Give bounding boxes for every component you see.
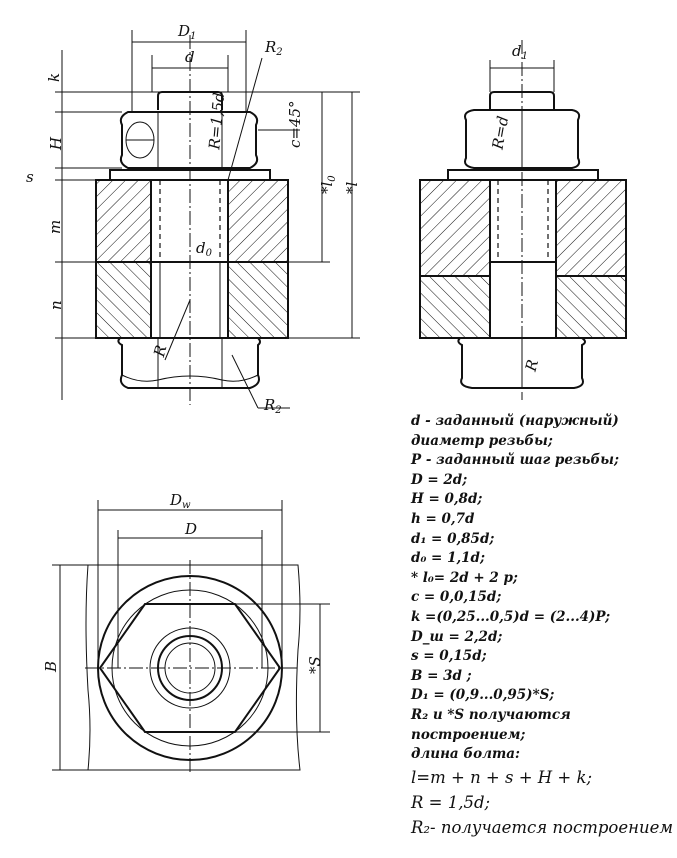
label-R2-top: R2 bbox=[264, 38, 283, 58]
legend-formula-length: l=m + n + s + H + k; bbox=[411, 767, 593, 787]
legend-line: d₀ = 1,1d; bbox=[411, 550, 485, 567]
legend-formula-R: R = 1,5d; bbox=[411, 792, 491, 812]
legend-formula-R2: R₂- получается построением bbox=[411, 817, 674, 837]
front-view: D1 d R2 k H s m n d0 R=1,5d c=45° *l0 *l… bbox=[26, 22, 361, 416]
lower-plate-left bbox=[95, 261, 152, 339]
legend-line: d - заданный (наружный) bbox=[411, 413, 619, 429]
label-R-small: R bbox=[521, 358, 542, 375]
formula-legend: d - заданный (наружный) диаметр резьбы; … bbox=[411, 412, 673, 840]
legend-line: k =(0,25...0,5)d = (2...4)P; bbox=[411, 608, 611, 625]
label-n: n bbox=[47, 300, 65, 310]
upper-plate-right bbox=[227, 179, 289, 263]
label-D1: D1 bbox=[177, 22, 196, 42]
label-d: d bbox=[185, 48, 195, 66]
legend-line: c = 0,0,15d; bbox=[411, 589, 502, 606]
label-d1: d1 bbox=[512, 42, 528, 62]
label-c: c=45° bbox=[286, 100, 304, 148]
legend-line: s = 0,15d; bbox=[411, 648, 487, 665]
label-Dw: Dw bbox=[169, 491, 191, 511]
side-bolt-end bbox=[489, 91, 555, 110]
label-R-nut: R=1,5d bbox=[205, 92, 228, 152]
lower-plate-right bbox=[227, 261, 289, 339]
upper-plate-left bbox=[95, 179, 152, 263]
label-s: s bbox=[26, 168, 34, 186]
top-view: Dw D B *S bbox=[42, 491, 330, 775]
legend-line: B = 3d ; bbox=[411, 667, 472, 684]
legend-line: длина болта: bbox=[411, 746, 521, 763]
legend-line: D₁ = (0,9...0,95)*S; bbox=[411, 687, 555, 704]
legend-line: * l₀= 2d + 2 p; bbox=[411, 569, 518, 586]
legend-line: d₁ = 0,85d; bbox=[411, 530, 495, 547]
label-D: D bbox=[184, 520, 197, 538]
washer bbox=[109, 169, 271, 181]
legend-line: диаметр резьбы; bbox=[411, 432, 553, 449]
legend-line: P - заданный шаг резьбы; bbox=[411, 452, 619, 469]
plate-outline bbox=[85, 564, 301, 771]
legend-line: R₂ и *S получаются bbox=[411, 706, 571, 723]
label-S: *S bbox=[306, 656, 324, 674]
label-R: R bbox=[150, 343, 171, 360]
label-H: H bbox=[47, 136, 65, 151]
label-l0: *l0 bbox=[318, 175, 338, 194]
side-view: d1 R=d R bbox=[419, 40, 627, 400]
label-R2-bottom: R2 bbox=[263, 396, 282, 416]
legend-line: h = 0,7d bbox=[411, 510, 475, 527]
legend-line: D = 2d; bbox=[411, 471, 468, 488]
label-l: *l bbox=[343, 182, 361, 195]
label-m: m bbox=[46, 220, 64, 234]
label-k: k bbox=[45, 73, 63, 82]
side-bolt-head bbox=[457, 337, 586, 389]
legend-line: построением; bbox=[411, 726, 526, 743]
side-nut bbox=[464, 109, 581, 169]
label-B: B bbox=[42, 661, 60, 673]
label-d0: d0 bbox=[196, 239, 213, 259]
legend-line: H = 0,8d; bbox=[411, 491, 483, 508]
nut bbox=[119, 111, 259, 169]
label-R-side: R=d bbox=[488, 115, 512, 152]
legend-line: D_ш = 2,2d; bbox=[411, 628, 503, 645]
